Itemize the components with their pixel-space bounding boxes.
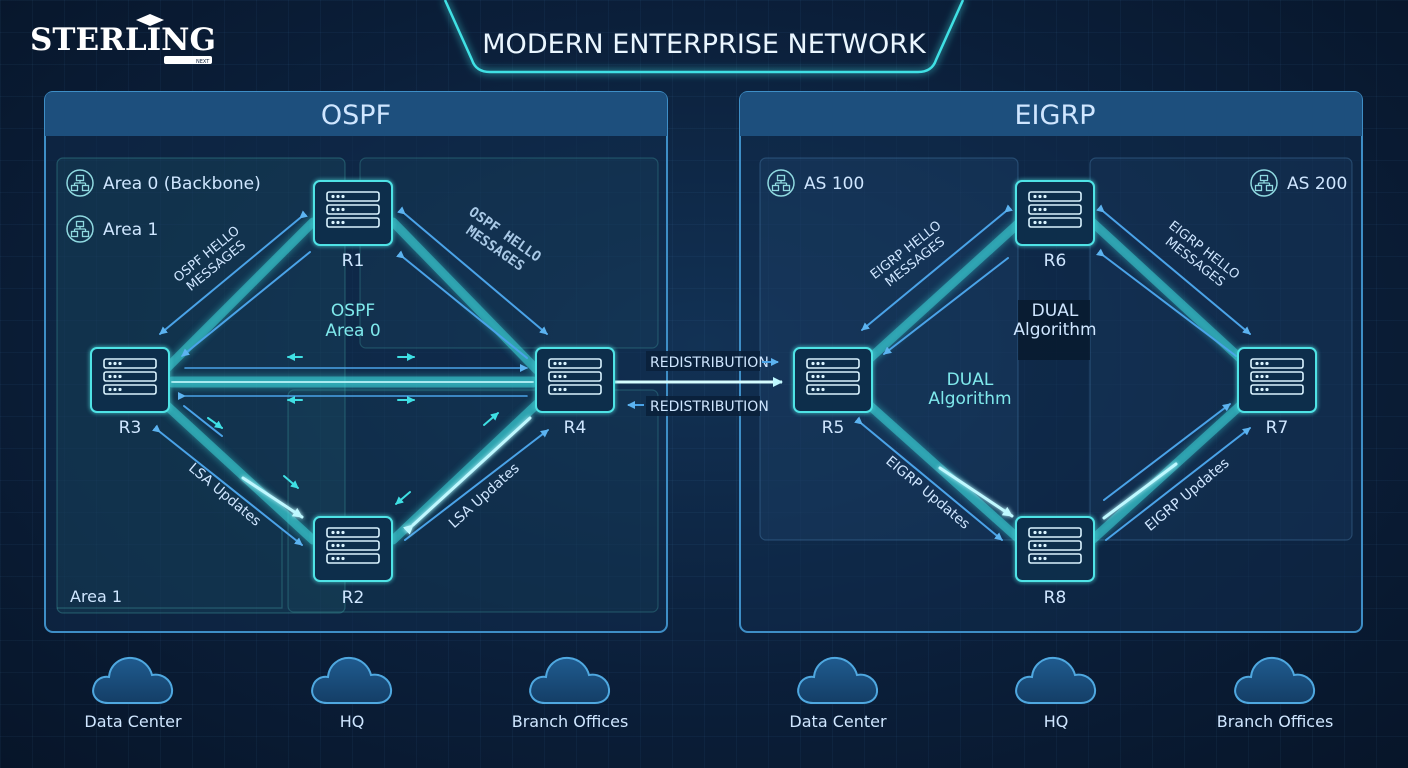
logo-scroll-icon (164, 56, 212, 64)
router-icon (1015, 516, 1095, 582)
router-r7-label: R7 (1266, 418, 1289, 438)
logo-text: STERLING (30, 22, 216, 58)
router-icon (90, 347, 170, 413)
ospf-header: OSPF (321, 100, 391, 131)
eigrp-as-right: AS 200 (1287, 174, 1347, 194)
router-r1-label: R1 (342, 251, 365, 271)
router-r8[interactable]: R8 (1015, 516, 1095, 608)
ospf-area1-label: Area 1 (70, 587, 122, 606)
ospf-links (152, 206, 549, 546)
eigrp-links (854, 204, 1251, 545)
router-r5-label: R5 (822, 418, 845, 438)
cloud-label: HQ (340, 712, 365, 731)
eigrp-dual-mid-2: Algorithm (928, 389, 1011, 409)
cloud-icon (311, 656, 393, 704)
cloud-icon (1015, 656, 1097, 704)
router-r7[interactable]: R7 (1237, 347, 1317, 438)
router-icon (535, 347, 615, 413)
cloud-row: Data Center HQ Branch Offices Data Cente… (84, 656, 1334, 731)
router-r1[interactable]: R1 (313, 180, 393, 271)
router-r8-label: R8 (1044, 588, 1067, 608)
title-banner: MODERN ENTERPRISE NETWORK (443, 0, 965, 768)
router-r3[interactable]: R3 (90, 347, 170, 438)
cloud-label: Branch Offices (1217, 712, 1334, 731)
cloud-icon (797, 656, 879, 704)
eigrp-dual-top-2: Algorithm (1013, 320, 1096, 340)
cloud-icon (92, 656, 174, 704)
cloud-label: Data Center (789, 712, 887, 731)
router-r4-label: R4 (564, 418, 587, 438)
title-frame (443, 0, 965, 74)
dual-box-bg (1018, 300, 1090, 360)
logo-sub: NEXT (196, 59, 210, 65)
graduation-cap-icon (136, 14, 164, 26)
eigrp-header-bar (740, 92, 1362, 136)
eigrp-header: EIGRP (1015, 100, 1096, 131)
redistribution-bottom-label: REDISTRIBUTION (650, 399, 769, 415)
router-icon (793, 347, 873, 413)
router-r2-label: R2 (342, 588, 365, 608)
ospf-header-bar (45, 92, 667, 136)
sterling-logo: STERLING NEXT (30, 14, 216, 65)
router-r6-label: R6 (1044, 251, 1067, 271)
page-title: MODERN ENTERPRISE NETWORK (482, 29, 927, 60)
ospf-legend-area1: Area 1 (103, 220, 158, 240)
ospf-center-label-1: OSPF (331, 301, 375, 321)
cloud-icon (529, 656, 611, 704)
router-r4[interactable]: R4 (535, 347, 615, 438)
ospf-legend-area0: Area 0 (Backbone) (103, 174, 261, 194)
eigrp-as-left: AS 100 (804, 174, 864, 194)
router-r3-label: R3 (119, 418, 142, 438)
router-icon (1237, 347, 1317, 413)
ospf-center-label-2: Area 0 (325, 321, 380, 341)
router-icon (1015, 180, 1095, 246)
cloud-icon (1234, 656, 1316, 704)
redistribution-top-label: REDISTRIBUTION (650, 355, 769, 371)
router-r6[interactable]: R6 (1015, 180, 1095, 271)
eigrp-dual-mid-1: DUAL (947, 370, 994, 390)
cloud-label: Branch Offices (512, 712, 629, 731)
router-r2[interactable]: R2 (313, 516, 393, 608)
cloud-label: HQ (1044, 712, 1069, 731)
router-icon (313, 516, 393, 582)
router-r5[interactable]: R5 (793, 347, 873, 438)
cloud-label: Data Center (84, 712, 182, 731)
redistribution-link: REDISTRIBUTION REDISTRIBUTION (615, 351, 792, 416)
router-icon (313, 180, 393, 246)
eigrp-dual-top-1: DUAL (1032, 301, 1079, 321)
